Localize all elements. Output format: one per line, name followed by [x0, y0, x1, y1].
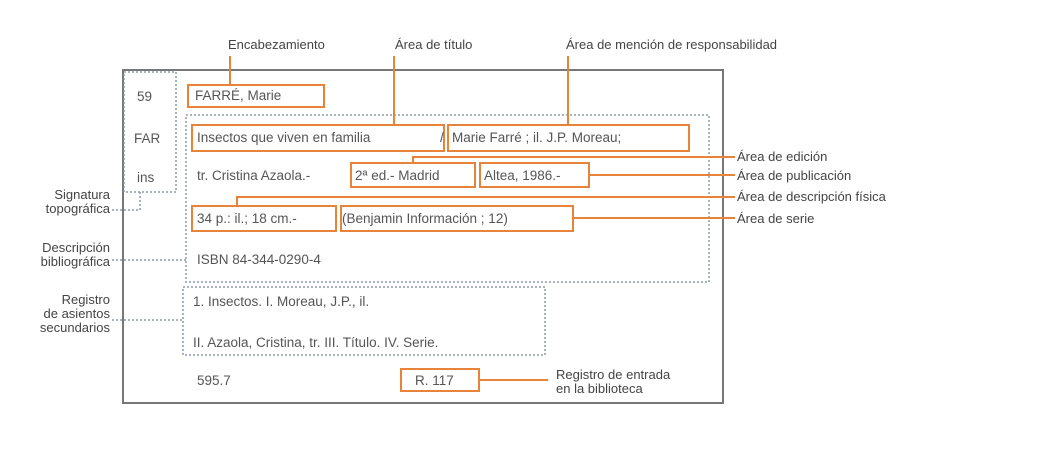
series-area-label: Área de serie: [737, 211, 815, 226]
call-number-line-2: FAR: [134, 131, 161, 146]
edition-highlight: [350, 162, 476, 188]
description-label-line: bibliográfica: [40, 254, 110, 269]
responsibility-highlight: [447, 124, 690, 152]
physical-text: 34 p.: il.; 18 cm.-: [197, 211, 297, 226]
tracings-box: [182, 286, 546, 356]
edition-area-label: Área de edición: [737, 149, 828, 164]
accession-label-line: en la biblioteca: [556, 381, 643, 396]
slash-text: /: [440, 130, 444, 145]
card-border: [122, 69, 724, 404]
publication-text: Altea, 1986.-: [484, 168, 561, 183]
heading-text: FARRÉ, Marie: [195, 88, 282, 103]
publication-area-label: Área de publicación: [737, 168, 852, 183]
tracings-label-line: secundarios: [39, 320, 110, 335]
physical-highlight: [191, 205, 337, 232]
edition-leader: [412, 156, 735, 162]
call-number-box: [123, 71, 177, 193]
title-area-label: Área de título: [395, 37, 473, 52]
tracings-label: Registro de asientos secundarios: [10, 293, 110, 335]
tracings-label-line: Registro: [61, 292, 110, 307]
title-highlight: [191, 124, 445, 152]
heading-label: Encabezamiento: [228, 37, 325, 52]
series-text: (Benjamin Información ; 12): [342, 211, 508, 226]
description-label-line: Descripción: [42, 240, 110, 255]
tracings-label-line: de asientos: [43, 306, 111, 321]
accession-label: Registro de entrada en la biblioteca: [556, 368, 670, 396]
description-label: Descripción bibliográfica: [10, 241, 110, 269]
tracings-line-2: II. Azaola, Cristina, tr. III. Título. I…: [193, 335, 439, 350]
translator-text: tr. Cristina Azaola.-: [197, 168, 311, 183]
accession-label-line: Registro de entrada: [556, 367, 671, 382]
isbn-text: ISBN 84-344-0290-4: [197, 252, 321, 267]
physical-leader: [236, 196, 735, 205]
accession-text: R. 117: [415, 373, 454, 388]
responsibility-area-label: Área de mención de responsabilidad: [566, 37, 778, 52]
call-number-label: Signatura topográfica: [10, 188, 110, 216]
responsibility-text: Marie Farré ; il. J.P. Moreau;: [452, 130, 622, 145]
physical-area-label: Área de descripción física: [737, 189, 886, 204]
title-text: Insectos que viven en familia: [197, 130, 371, 145]
accession-highlight: [400, 368, 480, 392]
call-number-leader: [112, 192, 141, 211]
series-highlight: [340, 205, 574, 232]
publication-highlight: [479, 162, 590, 188]
description-box: [185, 114, 710, 283]
call-number-label-line: Signatura: [54, 187, 110, 202]
edition-text: 2ª ed.- Madrid: [355, 168, 440, 183]
call-number-line-3: ins: [137, 170, 155, 185]
call-number-line-1: 59: [137, 89, 153, 104]
call-number-label-line: topográfica: [45, 201, 110, 216]
heading-highlight: [187, 84, 325, 108]
classification-text: 595.7: [197, 373, 231, 388]
tracings-line-1: 1. Insectos. I. Moreau, J.P., il.: [193, 294, 370, 309]
